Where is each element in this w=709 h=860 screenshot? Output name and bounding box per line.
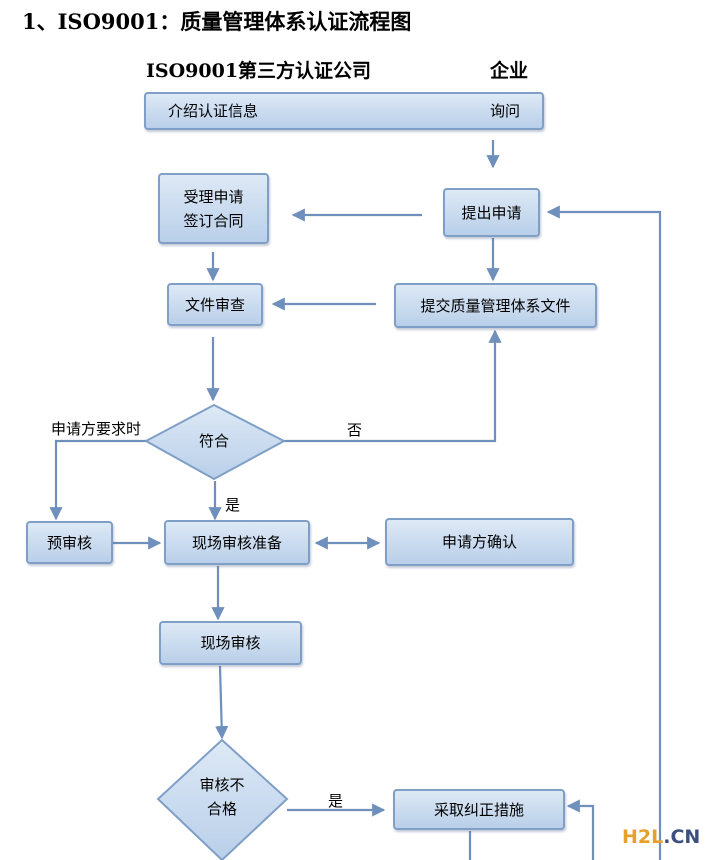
- arrow-onsite-to-fail: [215, 665, 229, 740]
- decision-fail-label-line1: 审核不: [199, 776, 244, 794]
- edge-label-yes-conform: 是: [225, 496, 241, 514]
- node-intro-label: 介绍认证信息: [168, 102, 259, 120]
- edge-label-yes-fail: 是: [328, 792, 344, 810]
- watermark-cn: .CN: [663, 826, 701, 848]
- arrow-loop-to-corrective: [566, 799, 595, 860]
- arrow-feedback-to-apply: [546, 205, 662, 860]
- node-onsite-prep: 现场审核准备: [164, 520, 310, 565]
- watermark-logo: H2L.CN: [622, 826, 700, 848]
- node-accept-contract: 受理申请 签订合同: [158, 173, 269, 244]
- watermark-h2l: H2L: [622, 826, 664, 848]
- header-certification-body: ISO9001第三方认证公司: [146, 60, 372, 82]
- node-pre-audit: 预审核: [26, 521, 113, 564]
- arrow-conform-to-preaudit: [49, 439, 146, 521]
- edge-label-applicant-request: 申请方要求时: [51, 420, 142, 438]
- edge-label-no: 否: [347, 421, 363, 439]
- node-accept-line1: 受理申请: [183, 187, 244, 206]
- node-applicant-confirm: 申请方确认: [385, 518, 574, 566]
- node-inquiry-label: 询问: [489, 102, 520, 120]
- page-title: 1、ISO9001：质量管理体系认证流程图: [22, 9, 412, 34]
- node-submit-docs: 提交质量管理体系文件: [394, 283, 597, 328]
- decision-conform-diamond: [143, 403, 287, 481]
- node-accept-line2: 签订合同: [183, 211, 244, 230]
- decision-fail-label-line2: 合格: [207, 800, 237, 818]
- node-apply: 提出申请: [443, 188, 540, 237]
- node-corrective-action: 采取纠正措施: [393, 789, 565, 830]
- decision-conform-label: 符合: [199, 432, 229, 450]
- node-doc-review: 文件审查: [167, 283, 263, 326]
- decision-fail-diamond: [156, 738, 289, 860]
- header-enterprise: 企业: [490, 60, 529, 82]
- node-onsite-audit: 现场审核: [159, 621, 302, 665]
- arrow-conform-no-to-submit: [284, 329, 502, 443]
- node-intro-inquiry: 介绍认证信息 询问: [144, 92, 544, 130]
